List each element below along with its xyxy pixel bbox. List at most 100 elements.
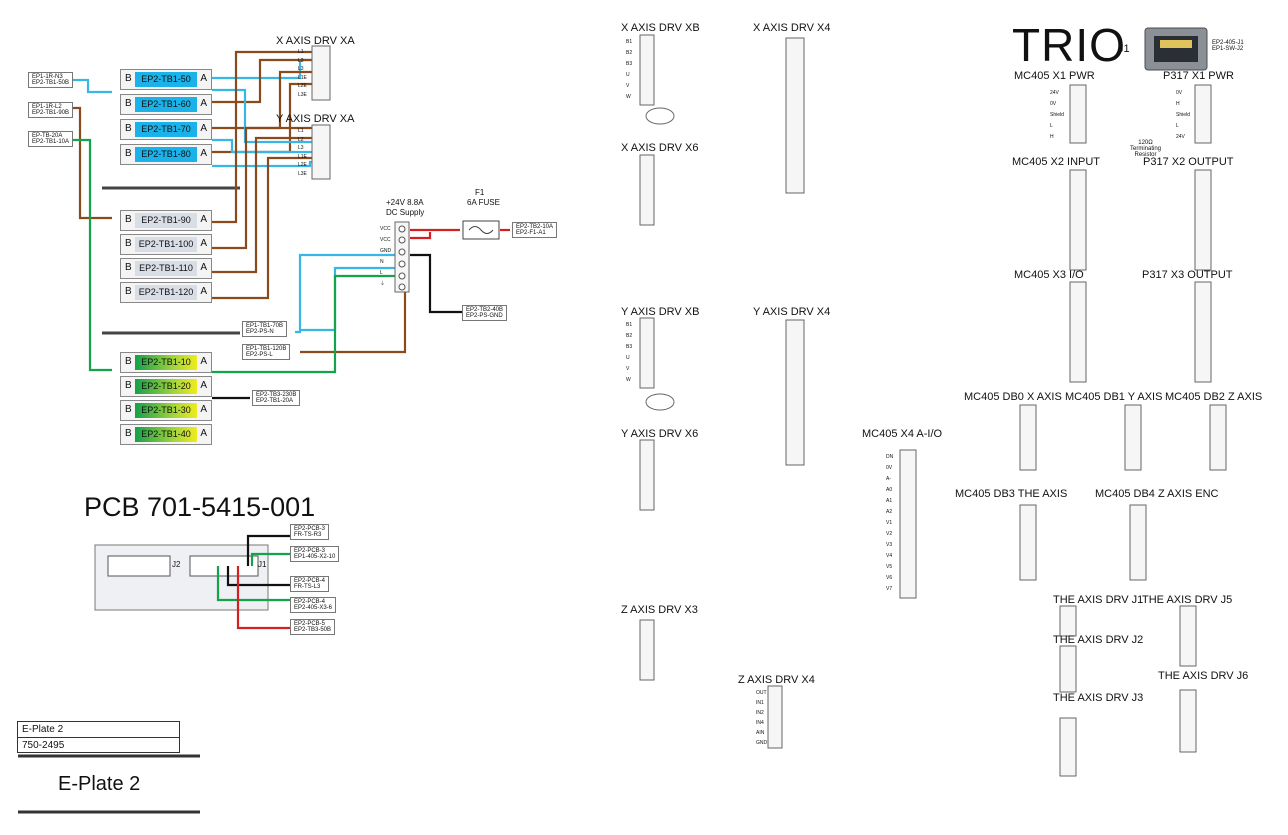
drive-connectors (639, 34, 917, 749)
y-drv-x6-title: Y AXIS DRV X6 (621, 428, 699, 440)
pin: A1 (886, 498, 893, 504)
tb-side-b: B (125, 428, 132, 439)
wire-label: EP2-PCB-4 EP2-405-X3-6 (290, 597, 337, 613)
controller-connectors (1019, 84, 1227, 777)
pin: L2E (298, 162, 307, 168)
pcb-j1-label: J1 (258, 560, 267, 569)
tb-side-b: B (125, 214, 132, 225)
y-drv-xb-title: Y AXIS DRV XB (621, 306, 700, 318)
wire-label: EP1-TB1-120B EP2-PS-L (242, 344, 291, 360)
tb-label: EP2-TB1-110 (135, 261, 197, 276)
tb-side-b: B (125, 123, 132, 134)
pin: W (626, 94, 631, 100)
dc-supply-title-1: +24V 8.8A (386, 198, 424, 207)
pin: IN2 (756, 710, 764, 716)
separator-bars (102, 186, 240, 335)
rj45-wire-label: EP2-405-J1 EP1-SW-J2 (1212, 40, 1244, 52)
tb-side-b: B (125, 148, 132, 159)
tb-side-a: A (200, 356, 207, 367)
pin: V (626, 83, 630, 89)
rj45-jack-icon (1144, 27, 1208, 71)
p317-x3-title: P317 X3 OUTPUT (1142, 269, 1233, 281)
pin: L3 (298, 66, 304, 72)
pin: U (626, 355, 630, 361)
pin: A0 (886, 487, 893, 493)
wire-label: EP2-TB2-40B EP2-PS-GND (462, 305, 508, 321)
db0-title: MC405 DB0 X AXIS (964, 391, 1062, 403)
pin: VCC (380, 237, 391, 243)
pin: L3E (298, 170, 307, 177)
z-drv-x4-title: Z AXIS DRV X4 (738, 674, 815, 686)
pcb-board (94, 534, 290, 630)
db1-title: MC405 DB1 Y AXIS (1065, 391, 1163, 403)
tb-side-b: B (125, 356, 132, 367)
pin: H (1176, 101, 1180, 107)
tb-side-b: B (125, 238, 132, 249)
dc-supply-title-2: DC Supply (386, 208, 425, 217)
pin: V7 (886, 586, 893, 592)
fuse-f1 (462, 220, 500, 240)
plate-caption: E-Plate 2 (58, 773, 141, 795)
fuse-title-2: 6A FUSE (467, 198, 500, 207)
the-j2-title: THE AXIS DRV J2 (1053, 634, 1144, 646)
title-block-row: E-Plate 2 (18, 722, 179, 738)
tb-side-b: B (125, 73, 132, 84)
pin: Shield (1050, 112, 1064, 118)
pin: V3 (886, 542, 893, 548)
tb-side-a: A (200, 428, 207, 439)
pin: A2 (886, 509, 893, 515)
pin: ⏚ (380, 281, 386, 287)
tb-label: EP2-TB1-10 (135, 355, 197, 370)
pin: OUT (756, 690, 767, 696)
p317-x1-title: P317 X1 PWR (1163, 70, 1234, 82)
db4-title: MC405 DB4 Z AXIS ENC (1095, 488, 1219, 500)
pin: 24V (1050, 90, 1059, 96)
mc405-x2-title: MC405 X2 INPUT (1012, 156, 1101, 168)
wire-label: EP2-PCB-4 FR-TS-L3 (290, 576, 330, 592)
pin: B1 (626, 39, 633, 45)
pin: L1 (298, 49, 304, 55)
tb-side-b: B (125, 98, 132, 109)
tb-label: EP2-TB1-50 (135, 72, 197, 87)
trio-title: TRIO (1012, 19, 1126, 71)
the-j6-title: THE AXIS DRV J6 (1158, 670, 1249, 682)
mc405-x1-title: MC405 X1 PWR (1014, 70, 1095, 82)
pin: L2 (298, 57, 304, 64)
pin: N (380, 259, 384, 265)
pin: L1E (298, 74, 307, 81)
tb-side-a: A (200, 286, 207, 297)
wire-label: EP2-TB3-230B EP2-TB1-20A (252, 390, 301, 406)
tb-side-b: B (125, 262, 132, 273)
tb-side-b: B (125, 380, 132, 391)
terminating-resistor-label: 120Ω Terminating Resistor (1130, 140, 1162, 158)
pin: V2 (886, 531, 893, 537)
title-block: E-Plate 2 750-2495 (17, 721, 180, 753)
db2-title: MC405 DB2 Z AXIS (1165, 391, 1263, 403)
tb-label: EP2-TB1-80 (135, 147, 197, 162)
tb-label: EP2-TB1-90 (135, 213, 197, 228)
dc-supply-pins (398, 225, 406, 291)
pin: V (626, 366, 630, 372)
the-j1-title: THE AXIS DRV J1 (1053, 594, 1144, 606)
pin: V4 (886, 553, 893, 559)
pin: V1 (886, 520, 893, 526)
tb-label: EP2-TB1-100 (135, 237, 197, 252)
pin: DN (886, 454, 894, 460)
pin: B1 (626, 322, 633, 328)
y-drv-xa-connector (311, 124, 331, 180)
pin: B3 (626, 61, 633, 67)
trio-j1-label: J1 (1118, 43, 1130, 55)
